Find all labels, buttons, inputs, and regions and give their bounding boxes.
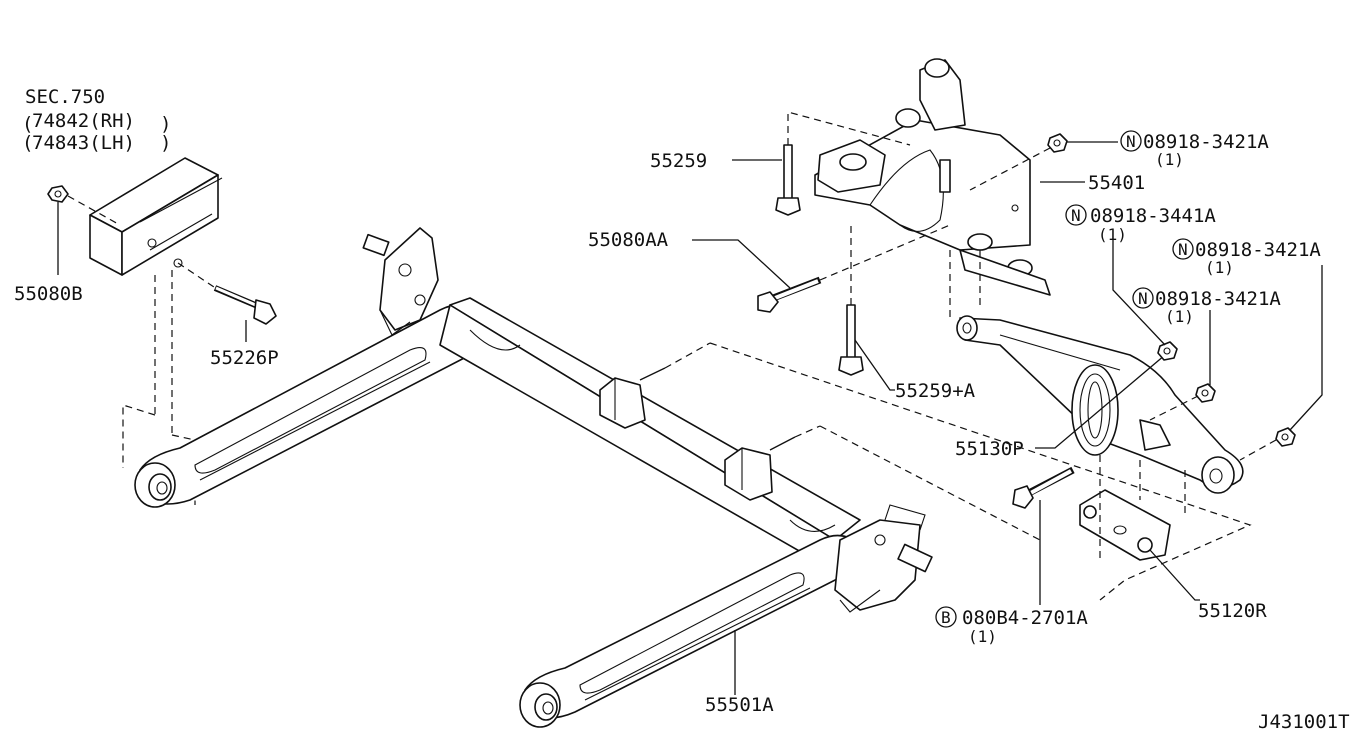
nut-callout-08918-3421a-3: N 08918-3421A (1) [1132,287,1281,326]
paren-close-2: ) [160,132,171,154]
bolt-symbol-icon: B [941,608,951,627]
left-spindle-bracket [362,227,439,336]
part-qty: (1) [1165,307,1194,326]
part-code: 08918-3441A [1090,205,1216,227]
nut-55080b-icon [47,185,69,203]
nut-n4-icon [1275,427,1296,447]
part-code: 080B4-2701A [962,607,1088,629]
nut-symbol-icon: N [1138,289,1148,308]
beam-bracket-right [724,425,821,501]
bolt-080b4-2701a-icon [1012,466,1075,509]
nut-callout-08918-3441a: N 08918-3441A (1) [1065,204,1216,244]
nut-symbol-icon: N [1178,240,1188,259]
part-55120r-label: 55120R [1198,600,1267,622]
right-trailing-arm [519,534,863,728]
nut-callout-08918-3421a-1: N 08918-3421A (1) [1120,130,1269,169]
nut-n3-icon [1195,383,1216,403]
nut-n2-icon [1157,341,1178,361]
bolt-55259a-icon [838,304,864,376]
beam-bracket-left [599,342,711,429]
part-qty: (1) [1155,150,1184,169]
torsion-beam [439,297,861,561]
paren-close-1: ) [160,113,171,135]
nut-symbol-icon: N [1126,132,1136,151]
bolt-55259-icon [775,144,801,216]
paren-open-1: ( [22,113,33,135]
nut-callout-08918-3421a-2: N 08918-3421A (1) [1172,238,1321,277]
right-spindle-bracket [834,504,933,613]
left-trailing-arm [134,303,491,508]
part-55226p-label: 55226P [210,347,279,369]
suspension-member-55401 [814,58,1051,296]
part-qty: (1) [968,627,997,646]
part-55501a-label: 55501A [705,694,774,716]
sec-750-label: SEC.750 [25,86,105,108]
diagram-reference-code: J431001T [1258,711,1350,733]
part-55401-label: 55401 [1088,172,1145,194]
part-74843-lh-label: 74843(LH) [32,132,135,154]
bolt-55226p-icon [213,285,277,325]
part-code: 08918-3421A [1155,288,1281,310]
part-55080b-label: 55080B [14,283,83,305]
part-55259a-label: 55259+A [895,380,976,402]
part-55080aa-label: 55080AA [588,229,669,251]
paren-open-2: ( [22,132,33,154]
part-55259-label: 55259 [650,150,707,172]
bracket-55120r [1079,489,1171,561]
nut-symbol-icon: N [1071,206,1081,225]
nut-n1-icon [1047,133,1068,153]
bushing-55130p [1071,364,1119,456]
body-frame-member [89,157,223,276]
part-55130p-label: 55130P [955,438,1024,460]
part-code: 08918-3421A [1143,131,1269,153]
part-qty: (1) [1098,225,1127,244]
part-74842-rh-label: 74842(RH) [32,110,135,132]
part-qty: (1) [1205,258,1234,277]
part-code: 08918-3421A [1195,239,1321,261]
bolt-55080aa-icon [757,276,822,313]
bolt-callout-080b4-2701a: B 080B4-2701A (1) [935,606,1088,646]
